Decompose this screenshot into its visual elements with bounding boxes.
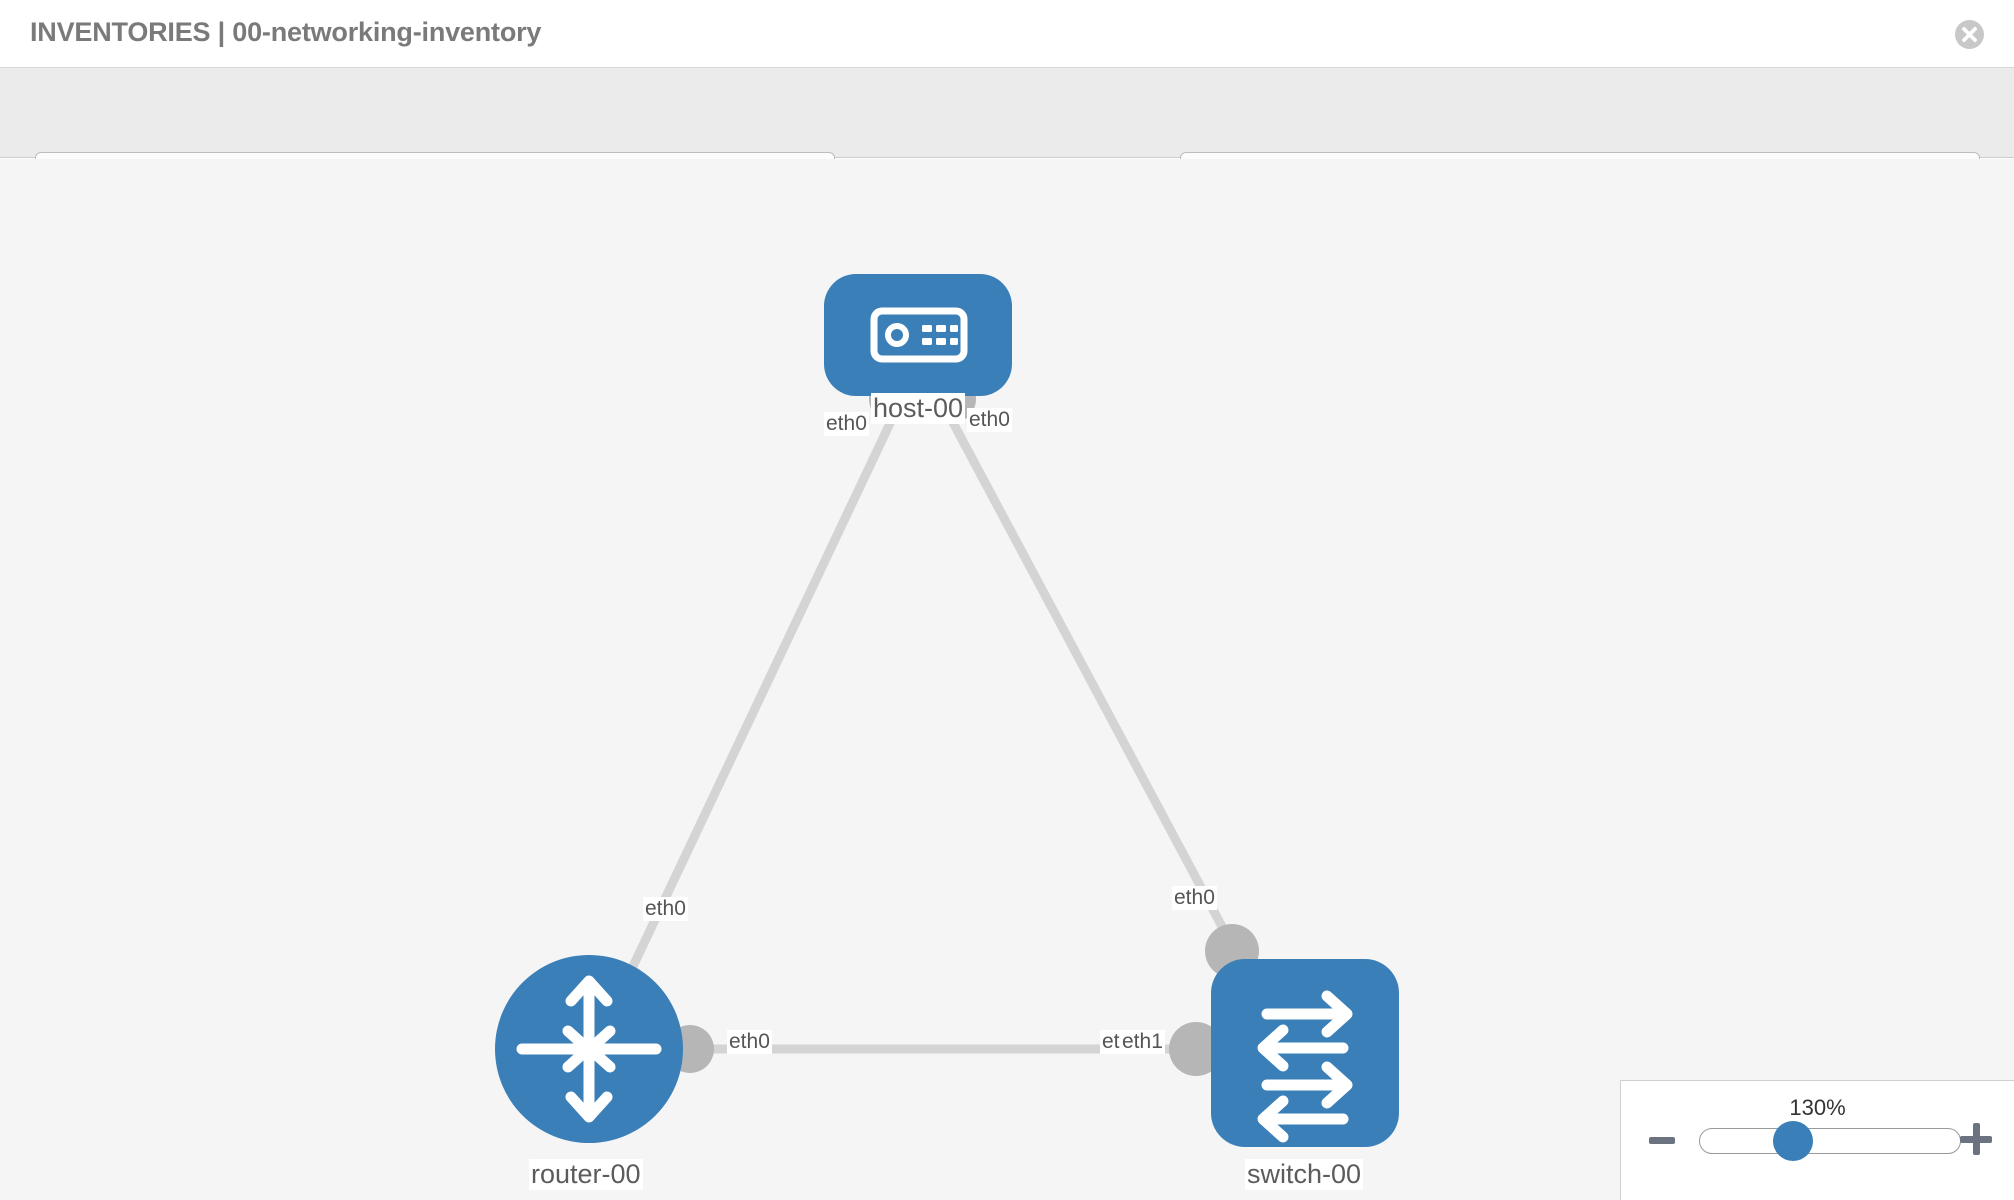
- plus-icon[interactable]: [1960, 1123, 1992, 1155]
- node-router-00[interactable]: [495, 955, 683, 1143]
- edge-label-switch-up: eth0: [1172, 886, 1217, 910]
- edge-label-switch-left-b: eth1: [1120, 1030, 1165, 1054]
- node-label-router-00: router-00: [529, 1159, 643, 1190]
- topology-graph: [495, 274, 1399, 1147]
- toolbar: ACTIONS SEARCH: [0, 68, 2014, 206]
- edge-label-host-left: eth0: [824, 412, 869, 436]
- edge-label-host-right: eth0: [967, 408, 1012, 432]
- edge-label-router-up: eth0: [643, 897, 688, 921]
- edge-label-router-right: eth0: [727, 1030, 772, 1054]
- zoom-slider-thumb[interactable]: [1773, 1121, 1813, 1161]
- node-host-00[interactable]: [824, 274, 1012, 396]
- link-host-router: [622, 415, 898, 981]
- topology-ports: [666, 375, 1259, 1076]
- close-icon[interactable]: [1955, 20, 1984, 49]
- zoom-level-label: 130%: [1789, 1095, 1846, 1120]
- node-label-host-00: host-00: [871, 393, 966, 424]
- router-arrows-icon: [516, 975, 662, 1123]
- node-switch-00[interactable]: [1211, 959, 1399, 1147]
- topology-links: [622, 414, 1254, 1054]
- port-switch-left: [1169, 1022, 1223, 1076]
- topology-canvas[interactable]: host-00 router-00 switch-00 eth0 eth0 et…: [0, 159, 2014, 1200]
- switch-arrows-icon: [1257, 990, 1353, 1143]
- zoom-control-panel: 130%: [1620, 1080, 2014, 1200]
- node-label-switch-00: switch-00: [1245, 1159, 1364, 1190]
- page-title: INVENTORIES | 00-networking-inventory: [30, 17, 542, 47]
- minus-icon[interactable]: [1649, 1137, 1675, 1144]
- page-header: INVENTORIES | 00-networking-inventory: [0, 0, 2014, 68]
- link-host-switch: [946, 414, 1254, 982]
- server-appliance-icon: [870, 307, 968, 363]
- zoom-slider-track[interactable]: [1699, 1128, 1961, 1154]
